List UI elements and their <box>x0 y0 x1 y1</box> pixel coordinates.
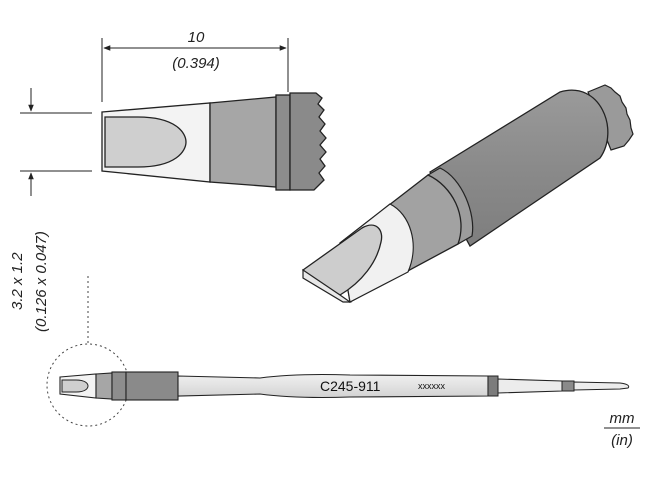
perspective-main-body <box>429 89 609 247</box>
cartridge-collar <box>111 371 127 401</box>
cartridge-pin-end <box>573 381 630 391</box>
units-primary: mm <box>610 410 635 427</box>
perspective-back-cap <box>587 84 634 151</box>
part-number-label: C245-911 <box>320 378 381 394</box>
tip-collar-body <box>289 92 327 191</box>
cartridge-tip-grey <box>95 372 113 400</box>
length-mm-label: 10 <box>188 29 205 46</box>
tip-size-in-label: (0.126 x 0.047) <box>33 231 50 332</box>
tip-side-view: 10 (0.394) 3.2 x 1.2 (0.126 x 0.047) <box>9 29 327 332</box>
units-secondary: (in) <box>611 432 633 449</box>
length-in-label: (0.394) <box>172 55 220 72</box>
perspective-chisel-face <box>301 224 383 296</box>
cartridge-band <box>487 375 499 397</box>
cartridge-tip-chisel <box>61 379 89 393</box>
tip-perspective-view <box>301 84 634 304</box>
cartridge-full-view: C245-911 xxxxxx <box>46 276 630 427</box>
perspective-chisel-edge <box>302 268 352 303</box>
serial-placeholder-label: xxxxxx <box>418 381 446 391</box>
tip-collar <box>275 94 291 191</box>
tip-chisel-face <box>104 116 187 168</box>
tip-taper-grey <box>209 96 277 188</box>
cartridge-body <box>125 371 179 401</box>
units-legend: mm (in) <box>604 410 640 449</box>
tip-size-mm-label: 3.2 x 1.2 <box>9 252 26 310</box>
cartridge-pin-band <box>561 380 575 392</box>
cartridge-pin <box>497 378 563 394</box>
